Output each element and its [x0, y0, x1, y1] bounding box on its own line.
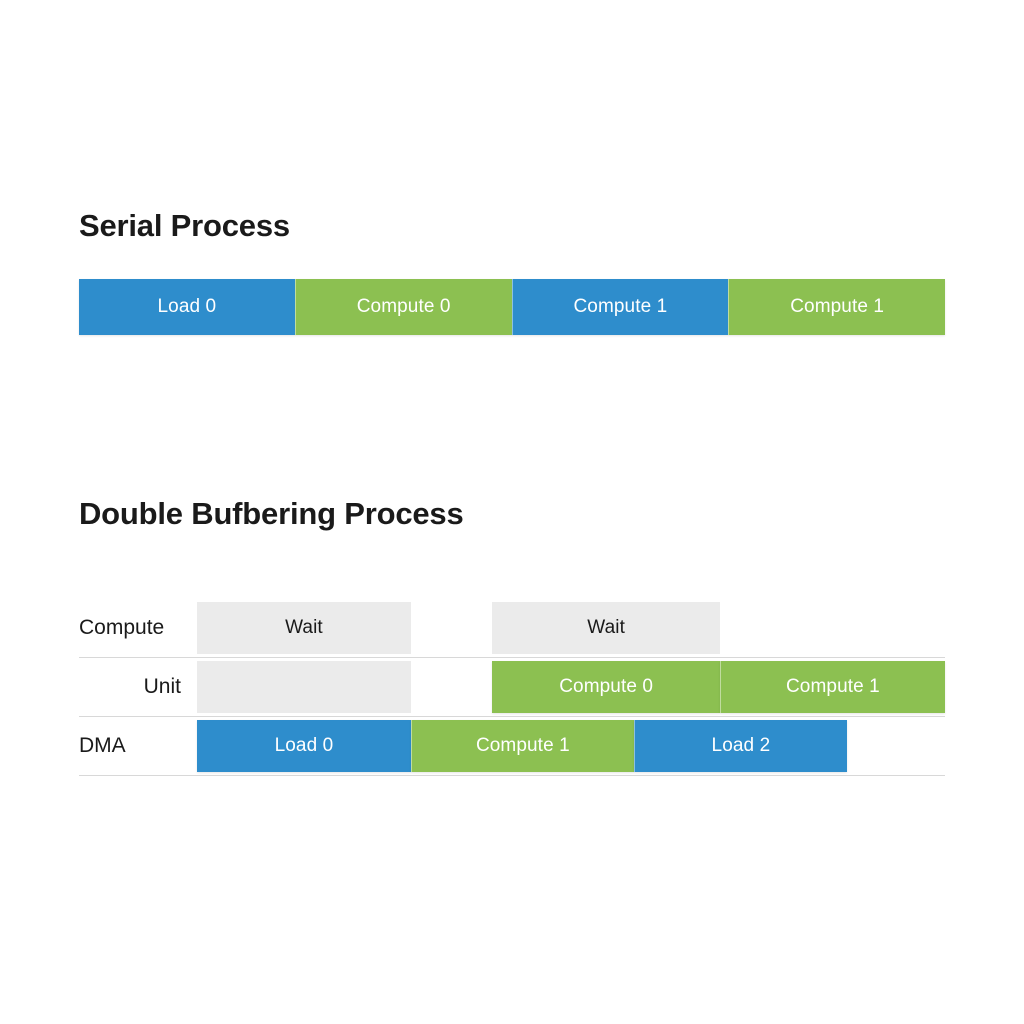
table-row: DMA Load 0 Compute 1 Load 2: [79, 717, 945, 776]
serial-segment-label: Compute 0: [356, 296, 451, 317]
timeline-track-compute: Wait Wait: [197, 599, 945, 657]
timeline-block-label: Wait: [587, 617, 625, 638]
timeline-block-label: Wait: [285, 617, 323, 638]
timeline-block-0-2: Wait: [492, 602, 720, 654]
serial-segment-label: Compute 1: [573, 296, 668, 317]
serial-segment-2: Compute 1: [511, 279, 729, 335]
double-buffering-table: Compute Wait Wait Unit Compute 0 Compute 1…: [79, 599, 945, 777]
serial-segment-label: Compute 1: [790, 296, 885, 317]
timeline-track-dma: Load 0 Compute 1 Load 2: [197, 717, 945, 775]
timeline-block-label: Load 2: [711, 735, 771, 756]
timeline-block-2-0: Load 0: [197, 720, 411, 772]
serial-timeline: Load 0 Compute 0 Compute 1 Compute 1: [79, 279, 945, 335]
row-label-dma: DMA: [79, 734, 126, 757]
timeline-block-2-1: Compute 1: [410, 720, 634, 772]
serial-segment-1: Compute 0: [294, 279, 512, 335]
timeline-block-label: Compute 1: [475, 735, 570, 756]
row-label-compute: Compute: [79, 616, 165, 639]
timeline-block-1-0: [197, 661, 411, 713]
timeline-block-label: Compute 1: [785, 676, 880, 697]
timeline-block-1-3: Compute 1: [719, 661, 945, 713]
row-label-unit: Unit: [143, 675, 181, 698]
timeline-block-0-0: Wait: [197, 602, 411, 654]
double-buffering-title: Double Bufbering Process: [79, 496, 464, 531]
table-row: Unit Compute 0 Compute 1: [79, 658, 945, 717]
table-row: Compute Wait Wait: [79, 599, 945, 658]
timeline-block-label: Compute 0: [559, 676, 654, 697]
serial-process-title: Serial Process: [79, 208, 290, 243]
timeline-block-1-2: Compute 0: [492, 661, 720, 713]
serial-segment-0: Load 0: [79, 279, 295, 335]
serial-segment-label: Load 0: [157, 296, 217, 317]
timeline-track-unit: Compute 0 Compute 1: [197, 658, 945, 716]
timeline-block-2-2: Load 2: [633, 720, 847, 772]
timeline-block-label: Load 0: [274, 735, 334, 756]
serial-segment-3: Compute 1: [728, 279, 945, 335]
